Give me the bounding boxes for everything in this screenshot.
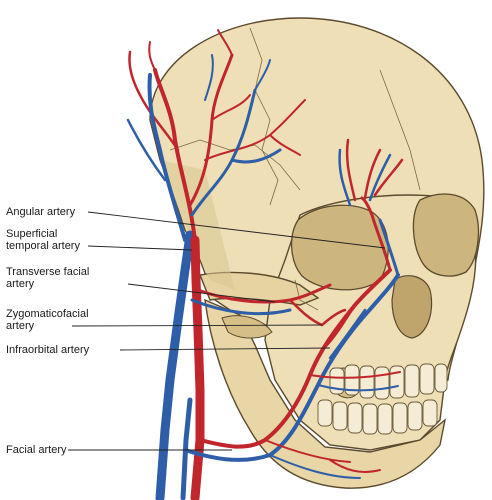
supraorbital-artery [345, 138, 404, 202]
label-facial-artery: Facial artery [6, 444, 67, 456]
frontal-suture [379, 69, 421, 191]
label-zygomaticofacial-line1: Zygomaticofacial [6, 308, 89, 320]
leader-transverse-facial [127, 283, 276, 303]
upper-teeth [329, 363, 448, 400]
label-infraorbital-artery: Infraorbital artery [6, 344, 90, 356]
superficial-temporal-vein [147, 73, 187, 242]
label-transverse-facial-line1: Transverse facial [6, 266, 90, 278]
transverse-facial-vein [190, 298, 292, 316]
label-transverse-facial-line2: artery [6, 278, 35, 290]
lower-teeth [317, 399, 438, 435]
label-angular-artery: Angular artery [6, 206, 76, 218]
retromandibular-vein [180, 397, 193, 500]
facial-artery-branches [264, 371, 401, 473]
external-carotid-artery [190, 235, 205, 500]
superficial-temporal-artery [153, 68, 197, 242]
coronal-suture [249, 27, 279, 206]
sta-twig-2 [204, 99, 306, 161]
stv-twig [204, 54, 271, 101]
leader-zygomaticofacial [71, 324, 323, 327]
label-zygomaticofacial-artery: Zygomaticofacial artery [6, 308, 89, 332]
stv-frontal-branch [190, 88, 282, 217]
nasal-aperture [391, 275, 433, 339]
sta-parietal-branch [128, 50, 180, 152]
label-superficial-temporal-line1: Superficial [6, 228, 58, 240]
leader-superficial-temporal [87, 245, 193, 251]
mandibular-notch [221, 315, 273, 339]
orbit-right [412, 193, 480, 277]
label-transverse-facial-artery: Transverse facial artery [6, 266, 89, 290]
angular-vein [378, 218, 400, 277]
supraorbital-vein [338, 148, 392, 207]
facial-vein-branches [269, 384, 399, 479]
zygomatic-suture [294, 279, 319, 311]
leader-angular [87, 211, 386, 249]
label-superficial-temporal-line2: temporal artery [6, 240, 80, 252]
stv-parietal-branch [126, 118, 167, 182]
sta-twig-1 [148, 29, 251, 121]
zygomaticofacial-artery [288, 298, 347, 327]
label-zygomaticofacial-line2: artery [6, 320, 35, 332]
leader-infraorbital [119, 347, 331, 351]
jugular-vein [155, 230, 195, 500]
angular-artery [360, 196, 392, 272]
label-superficial-temporal-artery: Superficial temporal artery [6, 228, 80, 252]
